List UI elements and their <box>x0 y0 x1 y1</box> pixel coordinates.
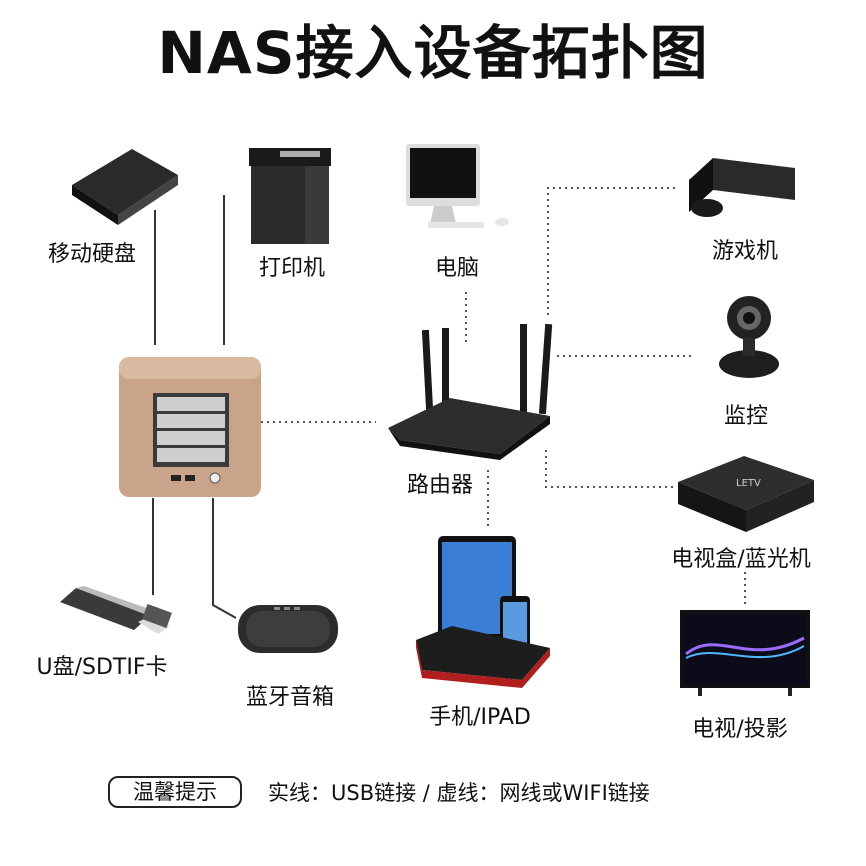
label-computer: 电脑 <box>434 256 480 281</box>
diagram-title: NAS接入设备拓扑图 <box>157 19 709 87</box>
tvbox-icon: LETV <box>678 456 814 532</box>
svg-text:LETV: LETV <box>736 478 761 489</box>
usb-links <box>152 195 237 619</box>
printer-icon <box>249 148 331 244</box>
label-camera: 监控 <box>723 404 769 429</box>
link-nas-speaker <box>212 498 237 619</box>
console-icon <box>689 158 795 217</box>
router-icon <box>388 323 553 460</box>
hdd-icon <box>72 149 178 225</box>
label-console: 游戏机 <box>711 239 779 264</box>
usb-icon <box>60 586 172 634</box>
label-router: 路由器 <box>406 473 474 498</box>
tv-icon <box>680 610 810 696</box>
legend-text: 实线：USB链接 / 虚线：网线或WIFI链接 <box>268 781 650 805</box>
label-printer: 打印机 <box>258 256 326 281</box>
label-tvbox: 电视盒/蓝光机 <box>671 547 811 572</box>
computer-icon <box>406 144 509 228</box>
link-router-console <box>547 187 676 315</box>
link-router-tvbox <box>545 450 676 488</box>
label-tv: 电视/投影 <box>692 717 788 742</box>
label-usb: U盘/SDTIF卡 <box>36 655 168 680</box>
nas-device <box>119 357 261 497</box>
tip-badge: 温馨提示 <box>108 776 242 808</box>
speaker-icon <box>238 605 338 653</box>
network-links <box>261 187 746 608</box>
label-hdd: 移动硬盘 <box>47 242 137 267</box>
phone-dock-icon <box>416 536 550 688</box>
camera-icon <box>719 296 779 378</box>
label-speaker: 蓝牙音箱 <box>245 685 335 710</box>
label-phone: 手机/IPAD <box>429 705 531 730</box>
